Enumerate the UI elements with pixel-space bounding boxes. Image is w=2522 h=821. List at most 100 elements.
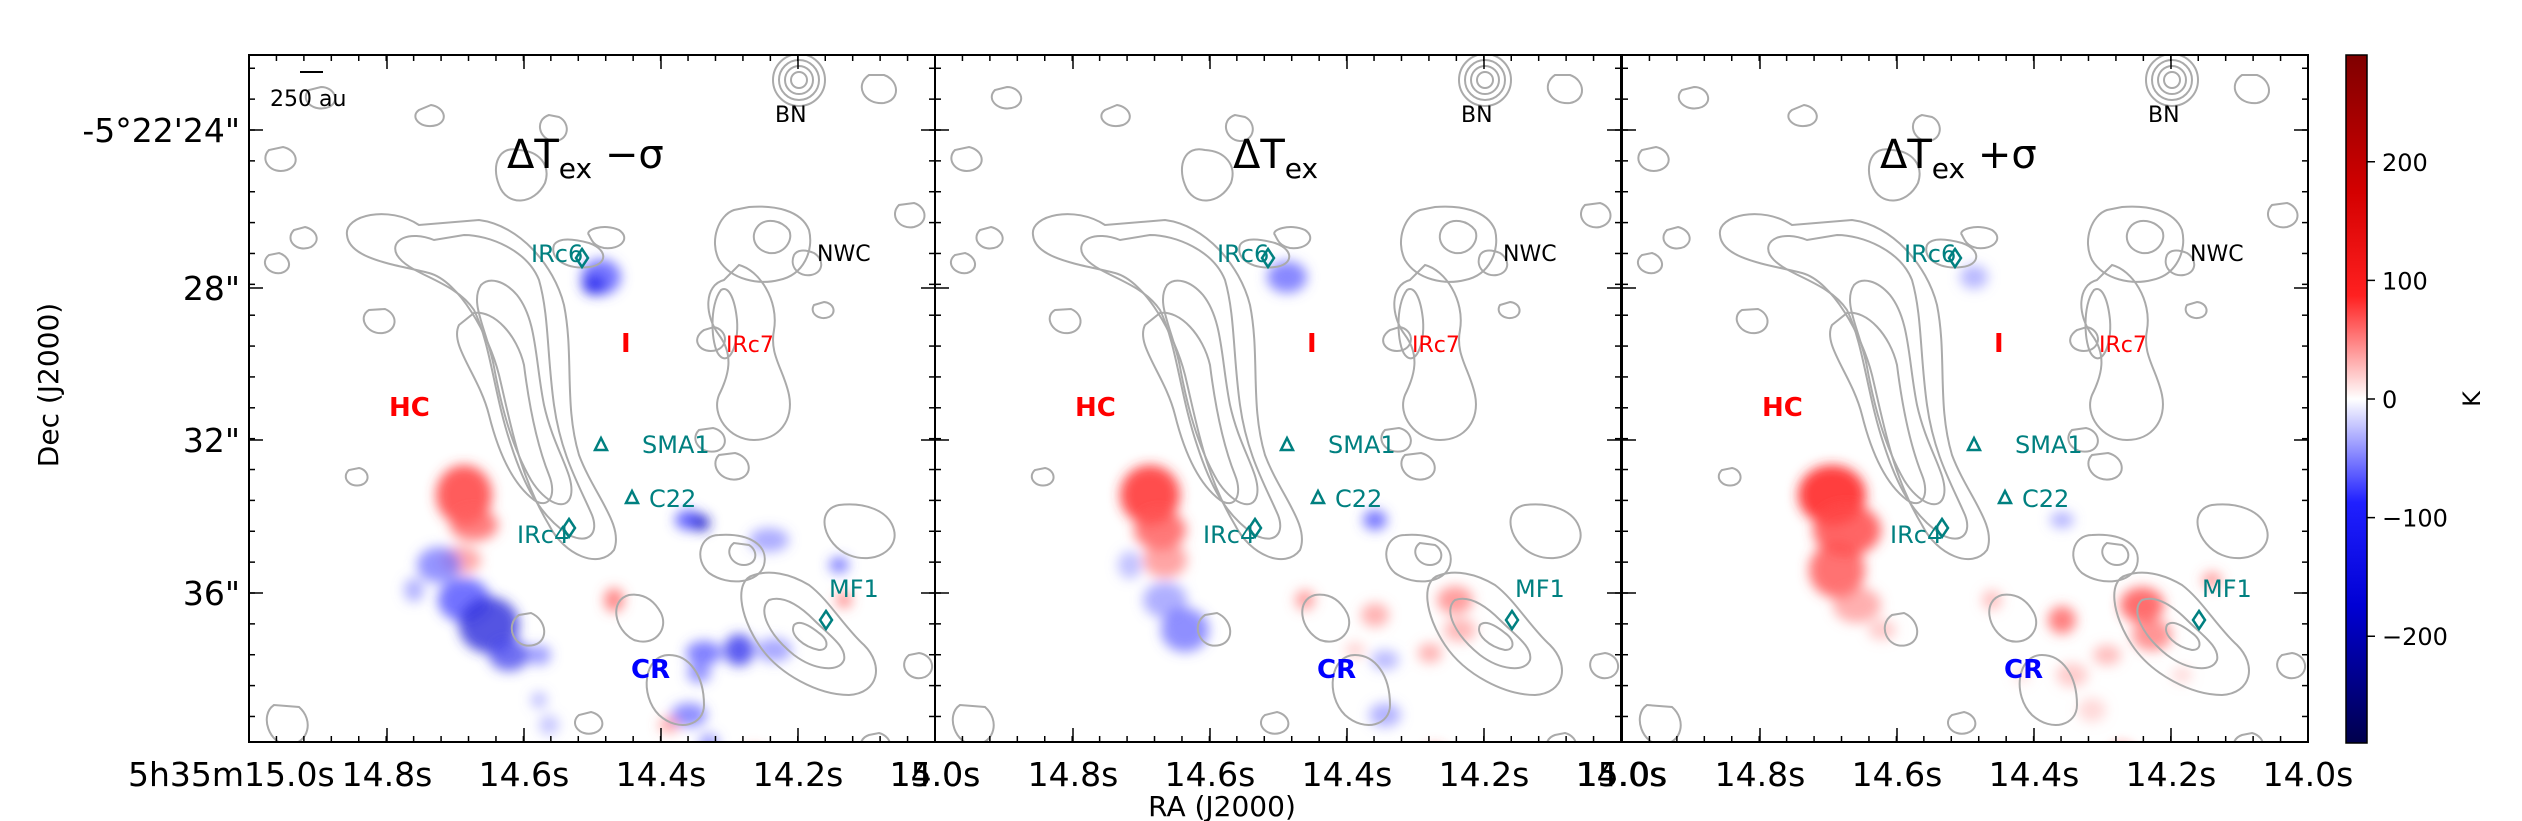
source-marker-c22	[1996, 488, 2014, 505]
x-axis-title: RA (J2000)	[1148, 790, 1296, 821]
x-tick-label: 14.4s	[1989, 755, 2080, 794]
contour	[790, 71, 808, 89]
contour	[1142, 311, 1240, 505]
x-tick-label: 14.6s	[1852, 755, 1943, 794]
contour	[1393, 263, 1477, 442]
emission-blob	[1833, 587, 1881, 623]
contour	[791, 249, 823, 277]
emission-blob	[404, 578, 424, 602]
contour	[1478, 622, 1514, 652]
emission-blob	[671, 703, 707, 727]
contour	[1134, 741, 1136, 742]
panel-title: ΔTex −σ	[507, 132, 664, 185]
x-tick-label: 14.8s	[342, 755, 433, 794]
contour	[792, 622, 828, 652]
contour	[1912, 113, 1941, 143]
contour	[1476, 71, 1494, 89]
contour	[1238, 238, 1291, 269]
contour	[2084, 288, 2112, 360]
contour	[990, 755, 1014, 771]
panel-title: ΔTex +σ	[1880, 132, 2037, 185]
source-label-irc4: IRc4	[1890, 521, 1942, 549]
contour	[1636, 251, 1663, 275]
contour	[456, 311, 554, 505]
contour	[696, 325, 726, 352]
contour	[2080, 263, 2164, 442]
source-label-bn: BN	[2148, 103, 2180, 128]
colorbar-gradient	[2345, 54, 2368, 744]
contour	[728, 541, 757, 567]
source-marker-irc4	[1247, 516, 1263, 540]
emission-blob	[459, 597, 519, 653]
emission-blob	[531, 692, 547, 708]
emission-blob	[417, 547, 461, 583]
source-marker-sma1	[1965, 435, 1983, 452]
contour	[2018, 653, 2079, 726]
source-marker-mf1	[1504, 608, 1520, 632]
x-tick-label: 14.0s	[1576, 755, 1667, 794]
y-tick-label: 32"	[183, 421, 240, 460]
x-tick-label: 14.6s	[479, 755, 570, 794]
contour	[1546, 74, 1583, 105]
source-label-bn: BN	[775, 103, 807, 128]
source-label-bn: BN	[1461, 103, 1493, 128]
scalebar-label: 250 au	[270, 87, 346, 112]
source-label-nwc: NWC	[1503, 242, 1557, 267]
contour	[1400, 205, 1498, 283]
emission-blob	[1295, 590, 1315, 610]
source-marker-c22	[1309, 488, 1327, 505]
contour	[263, 251, 290, 275]
source-marker-irc6	[1260, 246, 1276, 270]
contour	[1867, 148, 1921, 202]
contour	[1397, 288, 1425, 360]
y-axis-title: Dec (J2000)	[32, 303, 65, 467]
colorbar-tick-label: −200	[2382, 623, 2448, 651]
colorbar-tick-label: 0	[2382, 386, 2397, 414]
contour	[1162, 279, 1259, 506]
scalebar: 250 au	[270, 71, 346, 112]
contour	[1717, 466, 1742, 487]
source-label-mf1: MF1	[2202, 575, 2252, 603]
contour	[2184, 300, 2208, 319]
panel-frame	[1621, 54, 2309, 743]
emission-blob	[2120, 587, 2164, 623]
contour	[510, 611, 546, 647]
emission-blob	[2078, 698, 2106, 722]
x-tick-label: 14.8s	[1715, 755, 1806, 794]
contour	[1677, 755, 1701, 771]
source-label-sma1: SMA1	[1328, 431, 1396, 459]
contour	[707, 263, 791, 442]
contour	[539, 113, 568, 143]
contour	[1414, 541, 1443, 567]
contour	[414, 103, 445, 128]
emission-blob	[1120, 465, 1180, 525]
emission-blob	[604, 588, 624, 612]
contour	[587, 226, 626, 250]
emission-blob	[582, 275, 606, 295]
contour	[2165, 622, 2201, 652]
contour	[740, 571, 877, 697]
contour	[1960, 226, 1999, 250]
source-marker-mf1	[818, 608, 834, 632]
source-marker-irc6	[574, 246, 590, 270]
contour	[2136, 597, 2219, 670]
emission-blob	[1960, 265, 1988, 289]
emission-layer	[1798, 265, 2222, 722]
contour	[2196, 503, 2269, 560]
contour	[1589, 651, 1620, 680]
contour	[950, 145, 983, 172]
contour	[2157, 65, 2187, 95]
colorbar-label: K	[2458, 390, 2486, 407]
source-label-sma1: SMA1	[2015, 431, 2083, 459]
contour	[1030, 466, 1055, 487]
emission-blob	[1418, 643, 1442, 663]
region-label-cr: CR	[631, 655, 670, 685]
contour	[1637, 145, 1670, 172]
contour	[1580, 201, 1612, 229]
contour	[2125, 219, 2165, 255]
contour	[1382, 325, 1412, 352]
contour	[699, 533, 766, 583]
y-tick-label: 28"	[183, 269, 240, 308]
emission-blob	[1868, 620, 1896, 640]
